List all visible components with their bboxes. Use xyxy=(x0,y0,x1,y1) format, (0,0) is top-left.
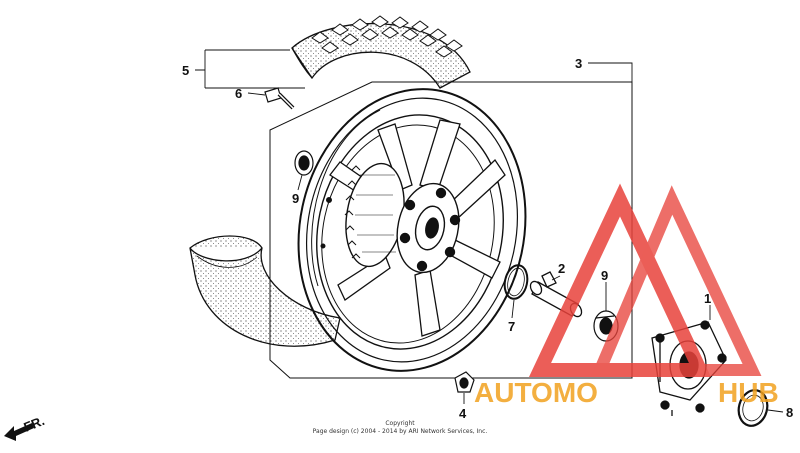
watermark-text-part2: HUB xyxy=(718,377,779,408)
callout-7: 7 xyxy=(508,319,515,334)
copyright-line-1: Copyright xyxy=(385,420,415,427)
watermark-text-part1: AUTOMO xyxy=(474,377,598,408)
valve-stem xyxy=(264,87,295,110)
callout-5: 5 xyxy=(182,63,189,78)
callout-9-left: 9 xyxy=(292,191,299,206)
callouts: 5 6 3 9 2 9 7 1 4 8 xyxy=(182,56,793,421)
leader-lines xyxy=(195,49,784,413)
callout-4: 4 xyxy=(459,406,467,421)
automotohub-watermark: AUTOMO HUB xyxy=(474,183,779,408)
front-label: FR. xyxy=(22,413,47,435)
tire-lower xyxy=(189,235,341,347)
nut xyxy=(454,371,475,393)
bearing-left xyxy=(294,150,314,176)
o-ring xyxy=(503,264,529,300)
wheel-hub xyxy=(396,182,461,274)
copyright-notice: Copyright Page design (c) 2004 - 2014 by… xyxy=(313,420,488,435)
arrow-icon xyxy=(4,423,34,441)
assembly-frame xyxy=(269,81,633,379)
callout-9-right: 9 xyxy=(601,268,608,283)
callout-8: 8 xyxy=(786,405,793,420)
callout-6: 6 xyxy=(235,86,242,101)
callout-1: 1 xyxy=(704,291,711,306)
dust-seal xyxy=(737,389,769,427)
tire-upper xyxy=(291,15,471,89)
sprocket xyxy=(344,162,405,268)
callout-3: 3 xyxy=(575,56,582,71)
front-direction-indicator: FR. xyxy=(4,413,47,441)
copyright-line-2: Page design (c) 2004 - 2014 by ARI Netwo… xyxy=(313,428,488,435)
wheel-rim xyxy=(297,88,527,372)
callout-2: 2 xyxy=(558,261,565,276)
